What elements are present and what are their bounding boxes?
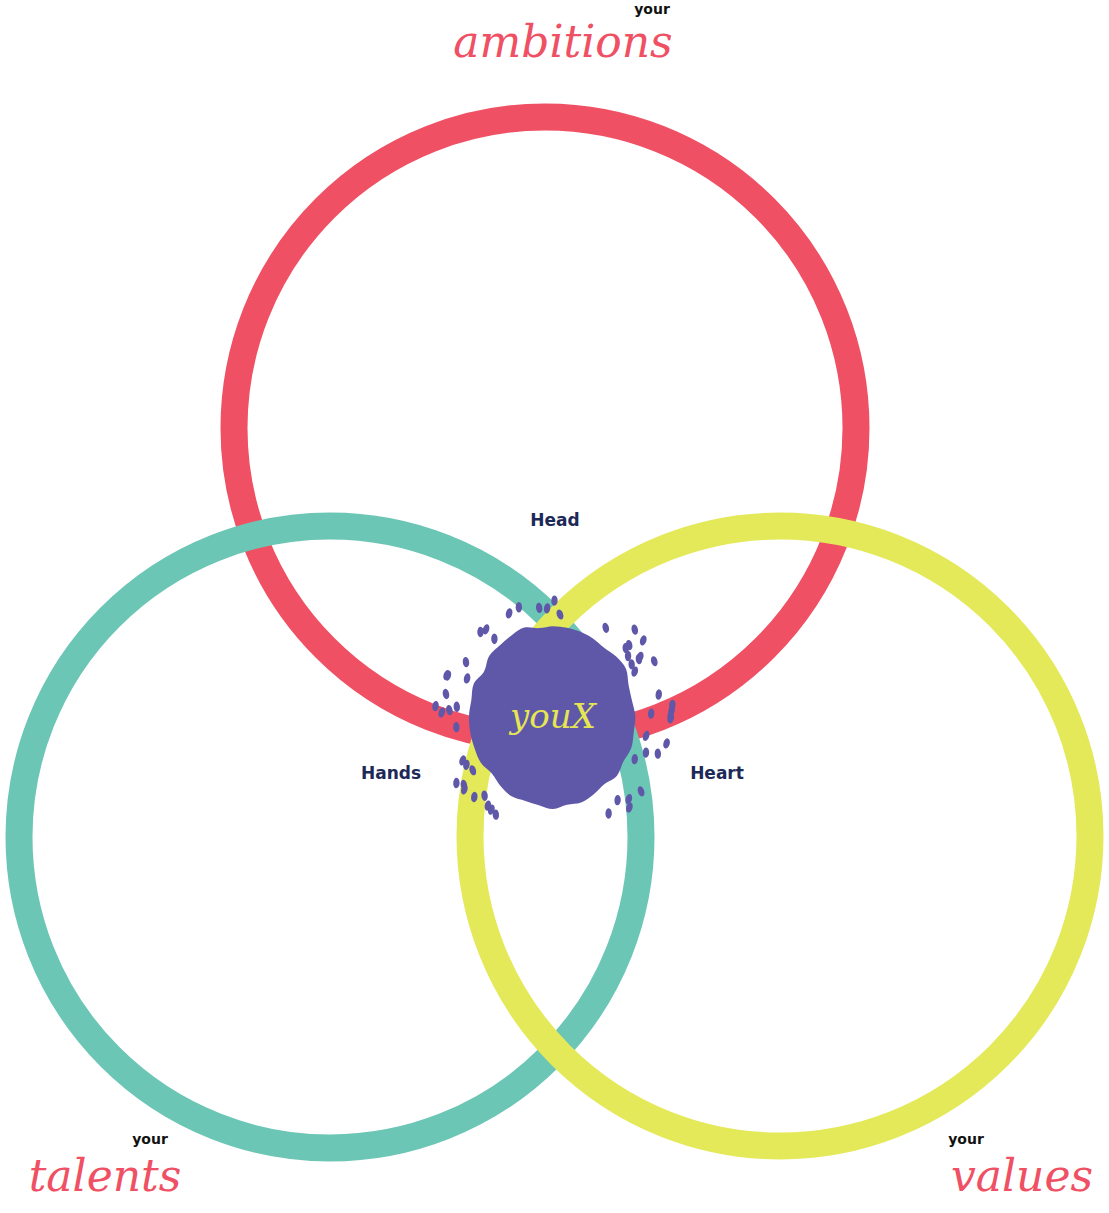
region-label: Head (530, 510, 579, 530)
paint-dot (601, 622, 610, 634)
paint-dot (636, 651, 645, 663)
paint-dot (555, 609, 565, 621)
paint-dot (445, 704, 453, 716)
paint-dot (453, 701, 460, 712)
circle-prefix: your (634, 2, 670, 17)
paint-dot (642, 730, 651, 742)
circle-ring (470, 526, 1090, 1146)
circle-prefix: your (132, 1132, 168, 1147)
circle-outline (456, 512, 1104, 1160)
region-label: Hands (361, 763, 421, 783)
center-blob: youX (470, 622, 636, 810)
circle-title: ambitions (453, 20, 672, 64)
paint-dot (462, 657, 470, 668)
paint-dot (669, 699, 676, 710)
circle-title: values (951, 1154, 1093, 1198)
paint-dot (650, 655, 659, 667)
paint-dot (535, 602, 543, 613)
region-label: Heart (690, 763, 744, 783)
paint-dot (442, 688, 450, 699)
paint-dot (636, 785, 645, 797)
circle-prefix: your (948, 1132, 984, 1147)
paint-dot (655, 689, 663, 700)
circle-title: talents (29, 1154, 182, 1198)
paint-dot (453, 722, 460, 733)
paint-dot (647, 708, 654, 719)
paint-dot (631, 624, 639, 636)
paint-dot (453, 778, 460, 789)
paint-dot (516, 602, 522, 612)
paint-dot (625, 651, 631, 661)
paint-dot (655, 748, 662, 759)
values-circle: yourvalues (456, 512, 1104, 1160)
paint-dot (643, 747, 650, 758)
paint-dot (462, 759, 470, 770)
purple-blob (469, 626, 635, 809)
paint-dot (477, 627, 484, 637)
paint-dot (630, 666, 639, 678)
paint-dot (543, 603, 551, 614)
paint-dot (481, 790, 489, 801)
paint-dot (631, 754, 638, 765)
paint-dot (491, 634, 497, 644)
paint-dot (605, 808, 612, 818)
paint-dot (470, 791, 478, 802)
paint-dot (442, 669, 451, 681)
paint-dot (432, 701, 440, 712)
paint-dot (551, 595, 558, 606)
paint-dot (624, 793, 633, 805)
center-label: youX (510, 699, 596, 733)
paint-dot (662, 738, 671, 750)
paint-dot (492, 809, 499, 820)
paint-dot (614, 795, 621, 806)
paint-dot (639, 635, 648, 647)
paint-dot (484, 800, 492, 811)
paint-dot (505, 608, 514, 620)
paint-dot (625, 639, 633, 650)
paint-dot (463, 673, 471, 684)
paint-dot (437, 707, 446, 719)
paint-dot (468, 764, 477, 776)
paint-dot (460, 784, 469, 796)
